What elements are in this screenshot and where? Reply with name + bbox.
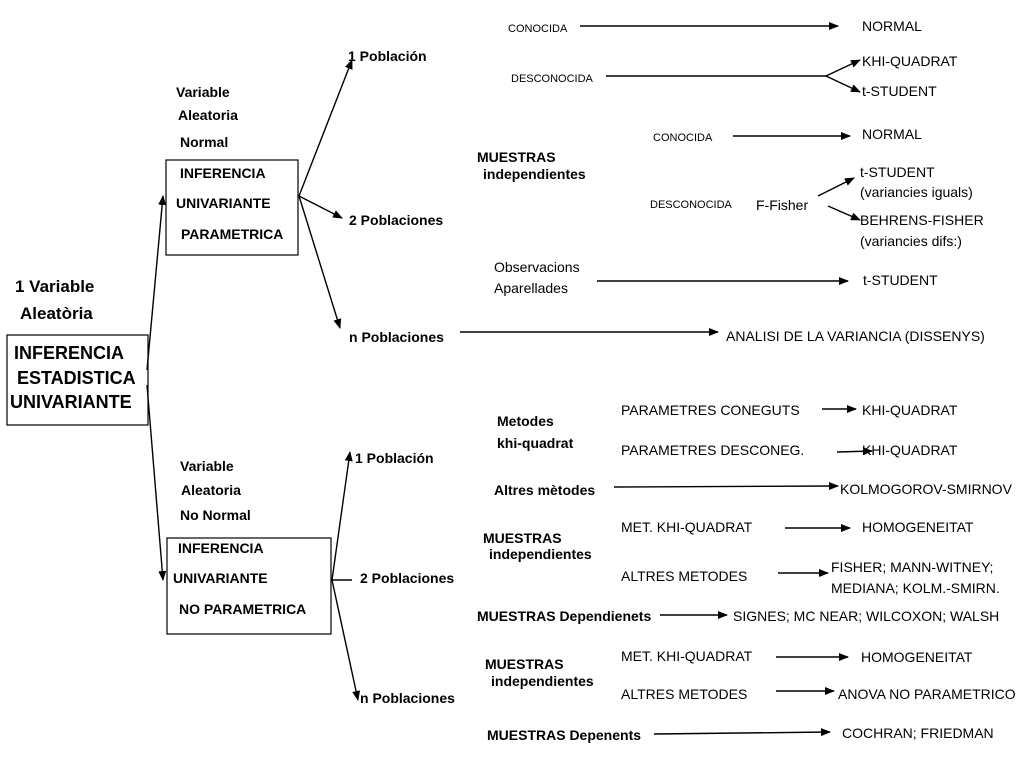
one-unknown-label: DESCONOCIDA [511,73,594,85]
khi-methods-line1: Metodes [497,413,554,429]
param-desc-line2: Aleatoria [178,107,238,123]
dep2-label: MUESTRAS Dependienets [477,608,651,624]
param-desc-line1: Variable [176,84,230,100]
arrow-fisher-tstudent [817,177,855,197]
nonparam-box-line2: UNIVARIANTE [173,570,268,586]
paired-result: t-STUDENT [863,272,938,288]
altres-2-result-line2: MEDIANA; KOLM.-SMIRN. [831,580,1000,596]
nonparam-n-pop-label: n Poblaciones [360,690,455,706]
depn-result: COCHRAN; FRIEDMAN [842,725,994,741]
altres-n-result: ANOVA NO PARAMETRICO [838,686,1016,702]
connectors [146,22,873,737]
arrow-param-two-pop [298,195,343,219]
parametric-box [165,159,299,256]
arrow-root-to-nonparametric [146,384,167,581]
met-khi-2-result: HOMOGENEITAT [862,519,974,535]
n-pop-result: ANALISI DE LA VARIANCIA (DISSENYS) [726,328,985,344]
arrow-unknown-params-khi [836,447,873,456]
khi-methods-line2: khi-quadrat [497,435,574,451]
two-unknown-label: DESCONOCIDA [650,199,733,211]
one-unknown-result-tstudent: t-STUDENT [862,83,937,99]
arrow-depn-cochran [653,728,831,737]
nonparam-indepn-line2: independientes [491,673,594,689]
nonparam-desc-line1: Variable [180,458,234,474]
nonparametric-box [166,537,332,635]
nonparam-desc-line3: No Normal [180,507,251,523]
depn-label: MUESTRAS Depenents [487,727,641,743]
paired-line2: Aparellades [494,280,568,296]
root-box [6,334,149,426]
equal-var-line1: t-STUDENT [860,164,935,180]
unknown-params-label: PARAMETRES DESCONEG. [621,442,804,458]
nonparam-box-line3: NO PARAMETRICA [179,601,306,617]
param-indep-line2: independientes [483,166,586,182]
param-n-pop-label: n Poblaciones [349,329,444,345]
met-khi-2-label: MET. KHI-QUADRAT [621,519,753,535]
arrow-root-to-parametric [146,195,167,371]
paired-line1: Observacions [494,259,580,275]
altres-2-result-line1: FISHER; MANN-WITNEY; [831,559,993,575]
param-box-line3: PARAMETRICA [181,226,283,242]
nonparam-desc-line2: Aleatoria [181,482,241,498]
param-indep-line1: MUESTRAS [477,149,556,165]
param-two-pop-label: 2 Poblaciones [349,212,443,228]
altres-2-label: ALTRES METODES [621,568,747,584]
arrow-unknown-khi [825,59,861,77]
met-khi-n-result: HOMOGENEITAT [861,649,973,665]
two-known-result: NORMAL [862,126,922,142]
nonparam-box-line1: INFERENCIA [178,540,264,556]
param-one-pop-label: 1 Población [348,48,427,64]
root-title-line1: INFERENCIA [14,343,124,363]
arrow-nonparam-n-pop [331,579,361,701]
arrow-other-kolmogorov [613,482,839,491]
one-known-label: CONOCIDA [508,23,568,35]
unknown-params-result: KHI-QUADRAT [862,442,958,458]
arrow-param-one-pop [298,59,353,197]
variable-label-line1: 1 Variable [15,277,94,296]
two-known-label: CONOCIDA [653,132,713,144]
dep2-result: SIGNES; MC NEAR; WILCOXON; WALSH [733,608,999,624]
param-box-line1: INFERENCIA [180,165,266,181]
nonparam-indep2-line2: independientes [489,546,592,562]
known-params-result: KHI-QUADRAT [862,402,958,418]
other-methods-result: KOLMOGOROV-SMIRNOV [840,481,1013,497]
one-unknown-result-khi: KHI-QUADRAT [862,53,958,69]
variable-label-line2: Aleatòria [20,304,93,323]
one-known-result: NORMAL [862,18,922,34]
nonparam-indepn-line1: MUESTRAS [485,656,564,672]
diff-var-line1: BEHRENS-FISHER [860,212,984,228]
known-params-label: PARAMETRES CONEGUTS [621,402,800,418]
altres-n-label: ALTRES METODES [621,686,747,702]
param-desc-line3: Normal [180,134,228,150]
equal-var-line2: (variancies iguals) [860,184,973,200]
root-title-line3: UNIVARIANTE [10,392,132,412]
nonparam-two-pop-label: 2 Poblaciones [360,570,454,586]
arrow-unknown-tstudent [825,75,861,93]
diff-var-line2: (variancies difs:) [860,233,962,249]
arrow-nonparam-one-pop [331,451,353,581]
nonparam-one-pop-label: 1 Población [355,450,434,466]
param-box-line2: UNIVARIANTE [176,195,271,211]
arrow-fisher-behrens [827,205,861,221]
met-khi-n-label: MET. KHI-QUADRAT [621,648,753,664]
nonparam-indep2-line1: MUESTRAS [483,530,562,546]
fisher-label: F-Fisher [756,197,808,213]
arrow-param-n-pop [298,195,342,329]
root-title-line2: ESTADISTICA [17,368,136,388]
other-methods-label: Altres mètodes [494,482,595,498]
